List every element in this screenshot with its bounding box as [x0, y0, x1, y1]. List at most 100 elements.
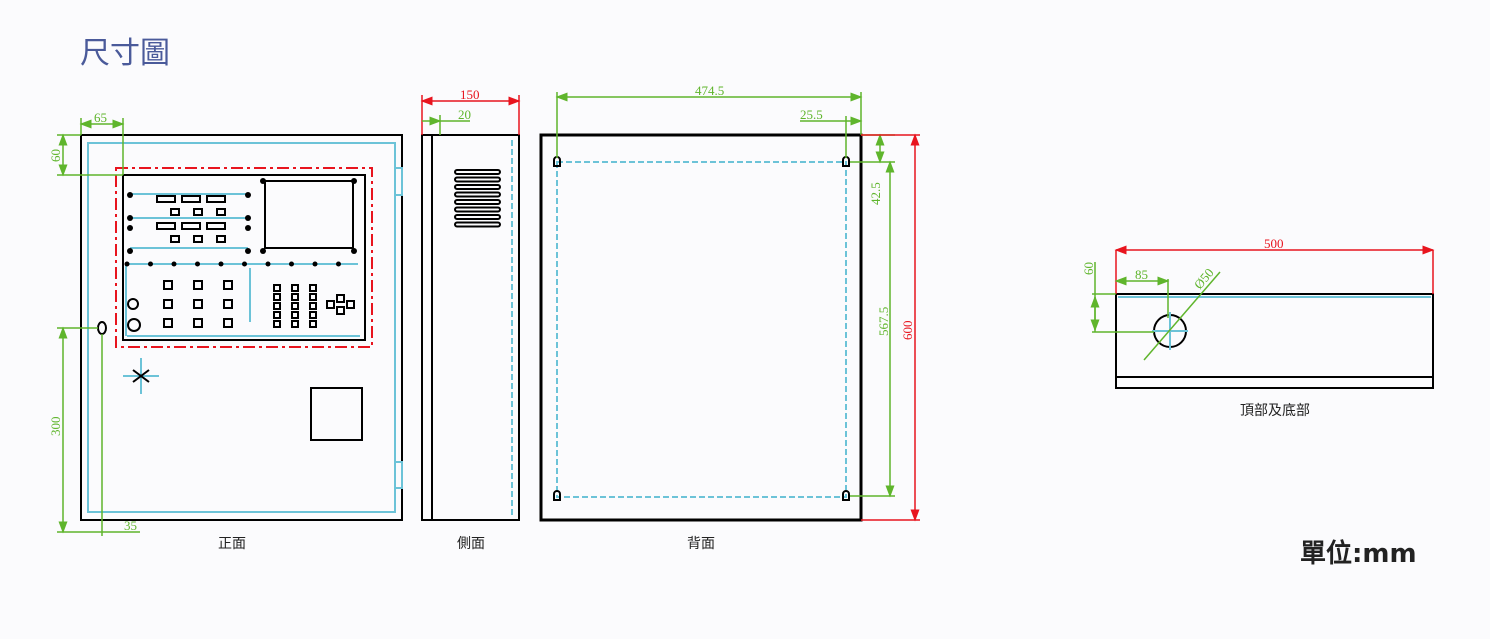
dim-600: 600 [900, 321, 915, 341]
key [309, 311, 317, 319]
terminal [216, 208, 226, 216]
dim-300: 300 [48, 417, 63, 437]
screw [245, 192, 251, 198]
button [193, 318, 203, 328]
lock-icon [97, 321, 107, 335]
screw [195, 261, 200, 267]
breaker [181, 195, 201, 203]
screw [260, 248, 266, 254]
front-inner-line [87, 142, 396, 513]
screw [245, 248, 251, 254]
button [163, 318, 173, 328]
terminal [170, 235, 180, 243]
key [273, 302, 281, 310]
dim-25-5: 25.5 [800, 107, 823, 122]
button [223, 299, 233, 309]
display-screen [264, 180, 354, 249]
key-switch [127, 298, 139, 310]
top-view: 500 85 60 Ø50 頂部及底部 [1081, 236, 1435, 419]
terminal [193, 208, 203, 216]
screw [127, 248, 133, 254]
vent-slot [454, 184, 501, 190]
vent-slot [454, 176, 501, 183]
key [291, 311, 299, 319]
button [163, 280, 173, 290]
screw [351, 248, 357, 254]
screw [260, 178, 266, 184]
dim-567-5: 567.5 [876, 307, 891, 336]
screw [245, 225, 251, 231]
dim-dia-50: Ø50 [1191, 265, 1217, 292]
dim-474-5: 474.5 [695, 83, 724, 98]
button [163, 299, 173, 309]
key [291, 320, 299, 328]
key [273, 320, 281, 328]
key [309, 284, 317, 292]
screw [148, 261, 153, 267]
cutout-outline [115, 167, 373, 348]
screw [245, 215, 251, 221]
dim-20: 20 [458, 107, 471, 122]
direction-key [336, 306, 345, 315]
direction-key [326, 300, 335, 309]
breaker [181, 222, 201, 230]
dim-85: 85 [1135, 267, 1148, 282]
breaker [206, 195, 226, 203]
crosshair-icon [123, 358, 159, 394]
dim-500: 500 [1264, 236, 1284, 251]
dim-150: 150 [460, 87, 480, 102]
screw [289, 261, 294, 267]
screw [124, 261, 130, 267]
screw [265, 261, 271, 267]
top-outline [1115, 293, 1434, 389]
dim-35: 35 [124, 518, 137, 533]
vent-slot [454, 214, 501, 220]
key [273, 311, 281, 319]
vent-slot [454, 221, 501, 228]
breaker [156, 222, 176, 230]
vent-slot [454, 169, 501, 175]
front-view: 65 60 300 35 正面 [48, 110, 403, 552]
button [193, 299, 203, 309]
screw [242, 261, 247, 267]
diameter-leader [1143, 271, 1221, 361]
key [309, 293, 317, 301]
vent-slot [454, 206, 501, 213]
vent-slot [454, 199, 501, 205]
key [291, 293, 299, 301]
terminal [216, 235, 226, 243]
indicator [127, 318, 141, 332]
terminal [170, 208, 180, 216]
control-panel [122, 174, 366, 341]
terminal [193, 235, 203, 243]
dim-60: 60 [48, 149, 63, 162]
keyhole-icon [553, 490, 561, 501]
back-view: 474.5 25.5 42.5 567.5 600 背面 [539, 83, 920, 552]
direction-key [336, 294, 345, 303]
screw [351, 178, 357, 184]
breaker [156, 195, 176, 203]
direction-key [346, 300, 355, 309]
key [309, 302, 317, 310]
key [291, 302, 299, 310]
window-square [310, 387, 363, 441]
back-outline [539, 133, 863, 522]
page-title: 尺寸圖 [80, 36, 170, 71]
button [223, 280, 233, 290]
side-view: 150 20 側面 [420, 87, 521, 552]
key [273, 293, 281, 301]
dim-60-top: 60 [1081, 262, 1096, 275]
breaker [206, 222, 226, 230]
key [309, 320, 317, 328]
dim-42-5: 42.5 [868, 182, 883, 205]
side-outline [421, 134, 520, 521]
key [291, 284, 299, 292]
unit-label: 單位:mm [1300, 538, 1417, 569]
hinge-top [394, 167, 403, 196]
button [223, 318, 233, 328]
dim-65: 65 [94, 110, 107, 125]
screw [171, 261, 177, 267]
button [193, 280, 203, 290]
back-label: 背面 [687, 536, 715, 552]
